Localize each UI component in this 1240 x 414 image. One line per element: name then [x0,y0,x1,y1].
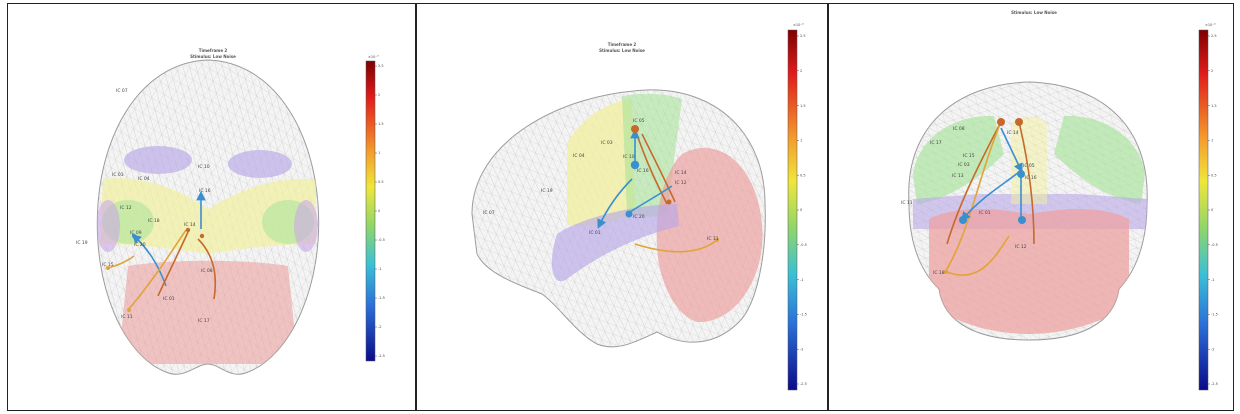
colorbar-tick-label: 0 [1211,208,1213,212]
colorbar: ×10⁻⁶ 2.5 2 1.5 1 0.5 0 -0.5 -1 -1.5 -2 -2.5 [788,23,807,390]
svg-text:IC 13: IC 13 [952,173,964,179]
svg-text:IC 03: IC 03 [958,162,970,168]
svg-text:IC 14: IC 14 [184,222,196,228]
svg-text:IC 10: IC 10 [198,164,210,170]
colorbar-tick-label: 2 [1211,69,1213,73]
svg-text:IC 07: IC 07 [116,88,128,94]
colorbar-tick-label: -2 [1211,347,1215,351]
colorbar-tick-label: -2.5 [1211,382,1218,386]
svg-text:IC 12: IC 12 [120,205,132,211]
colorbar-tick-label: -0.5 [378,238,385,242]
svg-text:IC 03: IC 03 [601,140,613,146]
svg-text:IC 04: IC 04 [138,176,150,182]
colorbar-tick-label: 0.5 [378,180,384,184]
svg-text:IC 07: IC 07 [483,210,495,216]
colorbar-tick-label: -2 [378,325,382,329]
colorbar: ×10⁻⁶ 2.5 2 1.5 1 0.5 0 -0.5 -1 -1.5 -2 -2.5 [366,55,385,361]
svg-text:IC 05: IC 05 [633,118,645,124]
svg-text:×10⁻⁶: ×10⁻⁶ [368,55,379,59]
colorbar-tick-label: -1.5 [378,296,385,300]
svg-text:IC 19: IC 19 [76,240,88,246]
svg-text:IC 11: IC 11 [901,200,913,206]
colorbar-tick-label: -1 [378,267,382,271]
svg-text:IC 04: IC 04 [573,153,585,159]
svg-text:IC 18: IC 18 [148,218,160,224]
colorbar-tick-label: 1 [1211,139,1213,143]
svg-text:IC 11: IC 11 [121,314,133,320]
colorbar-tick-label: 1 [800,139,802,143]
svg-text:IC 08: IC 08 [953,126,965,132]
colorbar-tick-label: 2 [378,93,380,97]
svg-text:IC 14: IC 14 [1007,130,1019,136]
colorbar-tick-label: 0 [378,209,380,213]
svg-text:IC 09: IC 09 [130,230,142,236]
colorbar-tick-label: 0.5 [1211,173,1217,177]
colorbar-tick-label: 0 [800,208,802,212]
colorbar-tick-label: -2.5 [800,382,807,386]
svg-text:×10⁻⁶: ×10⁻⁶ [793,23,804,27]
colorbar-tick-label: 2.5 [800,34,806,38]
svg-text:IC 18: IC 18 [933,270,945,276]
colorbar-tick-label: -2.5 [378,354,385,358]
panel-lateral-view: Timeframe 2Stimulus: Low Noise [416,3,828,411]
brain-lateral-view-svg: IC 05 IC 03 IC 04 IC 10 IC 16 IC 14 IC 1… [417,4,828,411]
svg-text:IC 15: IC 15 [102,262,114,268]
svg-text:IC 16: IC 16 [1025,175,1037,181]
svg-text:IC 15: IC 15 [963,153,975,159]
svg-text:IC 12: IC 12 [675,180,687,186]
panel-posterior-view: Stimulus: Low Noise [828,3,1234,411]
colorbar-tick-label: 2.5 [1211,34,1217,38]
colorbar-tick-label: -1.5 [800,313,807,317]
svg-text:IC 19: IC 19 [541,188,553,194]
svg-text:IC 11: IC 11 [707,236,719,242]
colorbar-tick-label: 1 [378,151,380,155]
region-patches [913,116,1147,334]
colorbar-tick-label: 0.5 [800,173,806,177]
svg-text:IC 20: IC 20 [134,242,146,248]
svg-text:IC 16: IC 16 [637,168,649,174]
svg-text:IC 01: IC 01 [163,296,175,302]
svg-text:IC 10: IC 10 [623,154,635,160]
brain-top-view-svg: IC 07 IC 10 IC 03 IC 04 IC 16 IC 12 IC 1… [8,4,416,411]
svg-text:IC 20: IC 20 [633,214,645,220]
svg-text:IC 05: IC 05 [1023,163,1035,169]
colorbar-tick-label: -0.5 [800,243,807,247]
svg-text:IC 14: IC 14 [675,170,687,176]
svg-text:×10⁻⁶: ×10⁻⁶ [1205,23,1216,27]
colorbar: ×10⁻⁶ 2.5 2 1.5 1 0.5 0 -0.5 -1 -1.5 -2 -2.5 [1199,23,1218,390]
colorbar-tick-label: -0.5 [1211,243,1218,247]
colorbar-tick-label: 1.5 [378,122,384,126]
svg-text:IC 16: IC 16 [199,188,211,194]
colorbar-tick-label: -1.5 [1211,313,1218,317]
svg-text:IC 01: IC 01 [979,210,991,216]
svg-text:IC 08: IC 08 [201,268,213,274]
panel-top-view: Timeframe 2Stimulus: Low Noise [7,3,416,411]
svg-text:IC 01: IC 01 [589,230,601,236]
colorbar-tick-label: 2.5 [378,64,384,68]
colorbar-tick-label: -1 [1211,278,1215,282]
colorbar-tick-label: 2 [800,69,802,73]
svg-text:IC 17: IC 17 [930,140,942,146]
colorbar-tick-label: 1.5 [800,104,806,108]
colorbar-tick-label: 1.5 [1211,104,1217,108]
brain-posterior-view-svg: IC 08 IC 17 IC 14 IC 15 IC 03 IC 05 IC 1… [829,4,1234,411]
colorbar-tick-label: -1 [800,278,804,282]
svg-text:IC 03: IC 03 [112,172,124,178]
colorbar-tick-label: -2 [800,347,804,351]
svg-text:IC 17: IC 17 [198,318,210,324]
svg-text:IC 12: IC 12 [1015,244,1027,250]
